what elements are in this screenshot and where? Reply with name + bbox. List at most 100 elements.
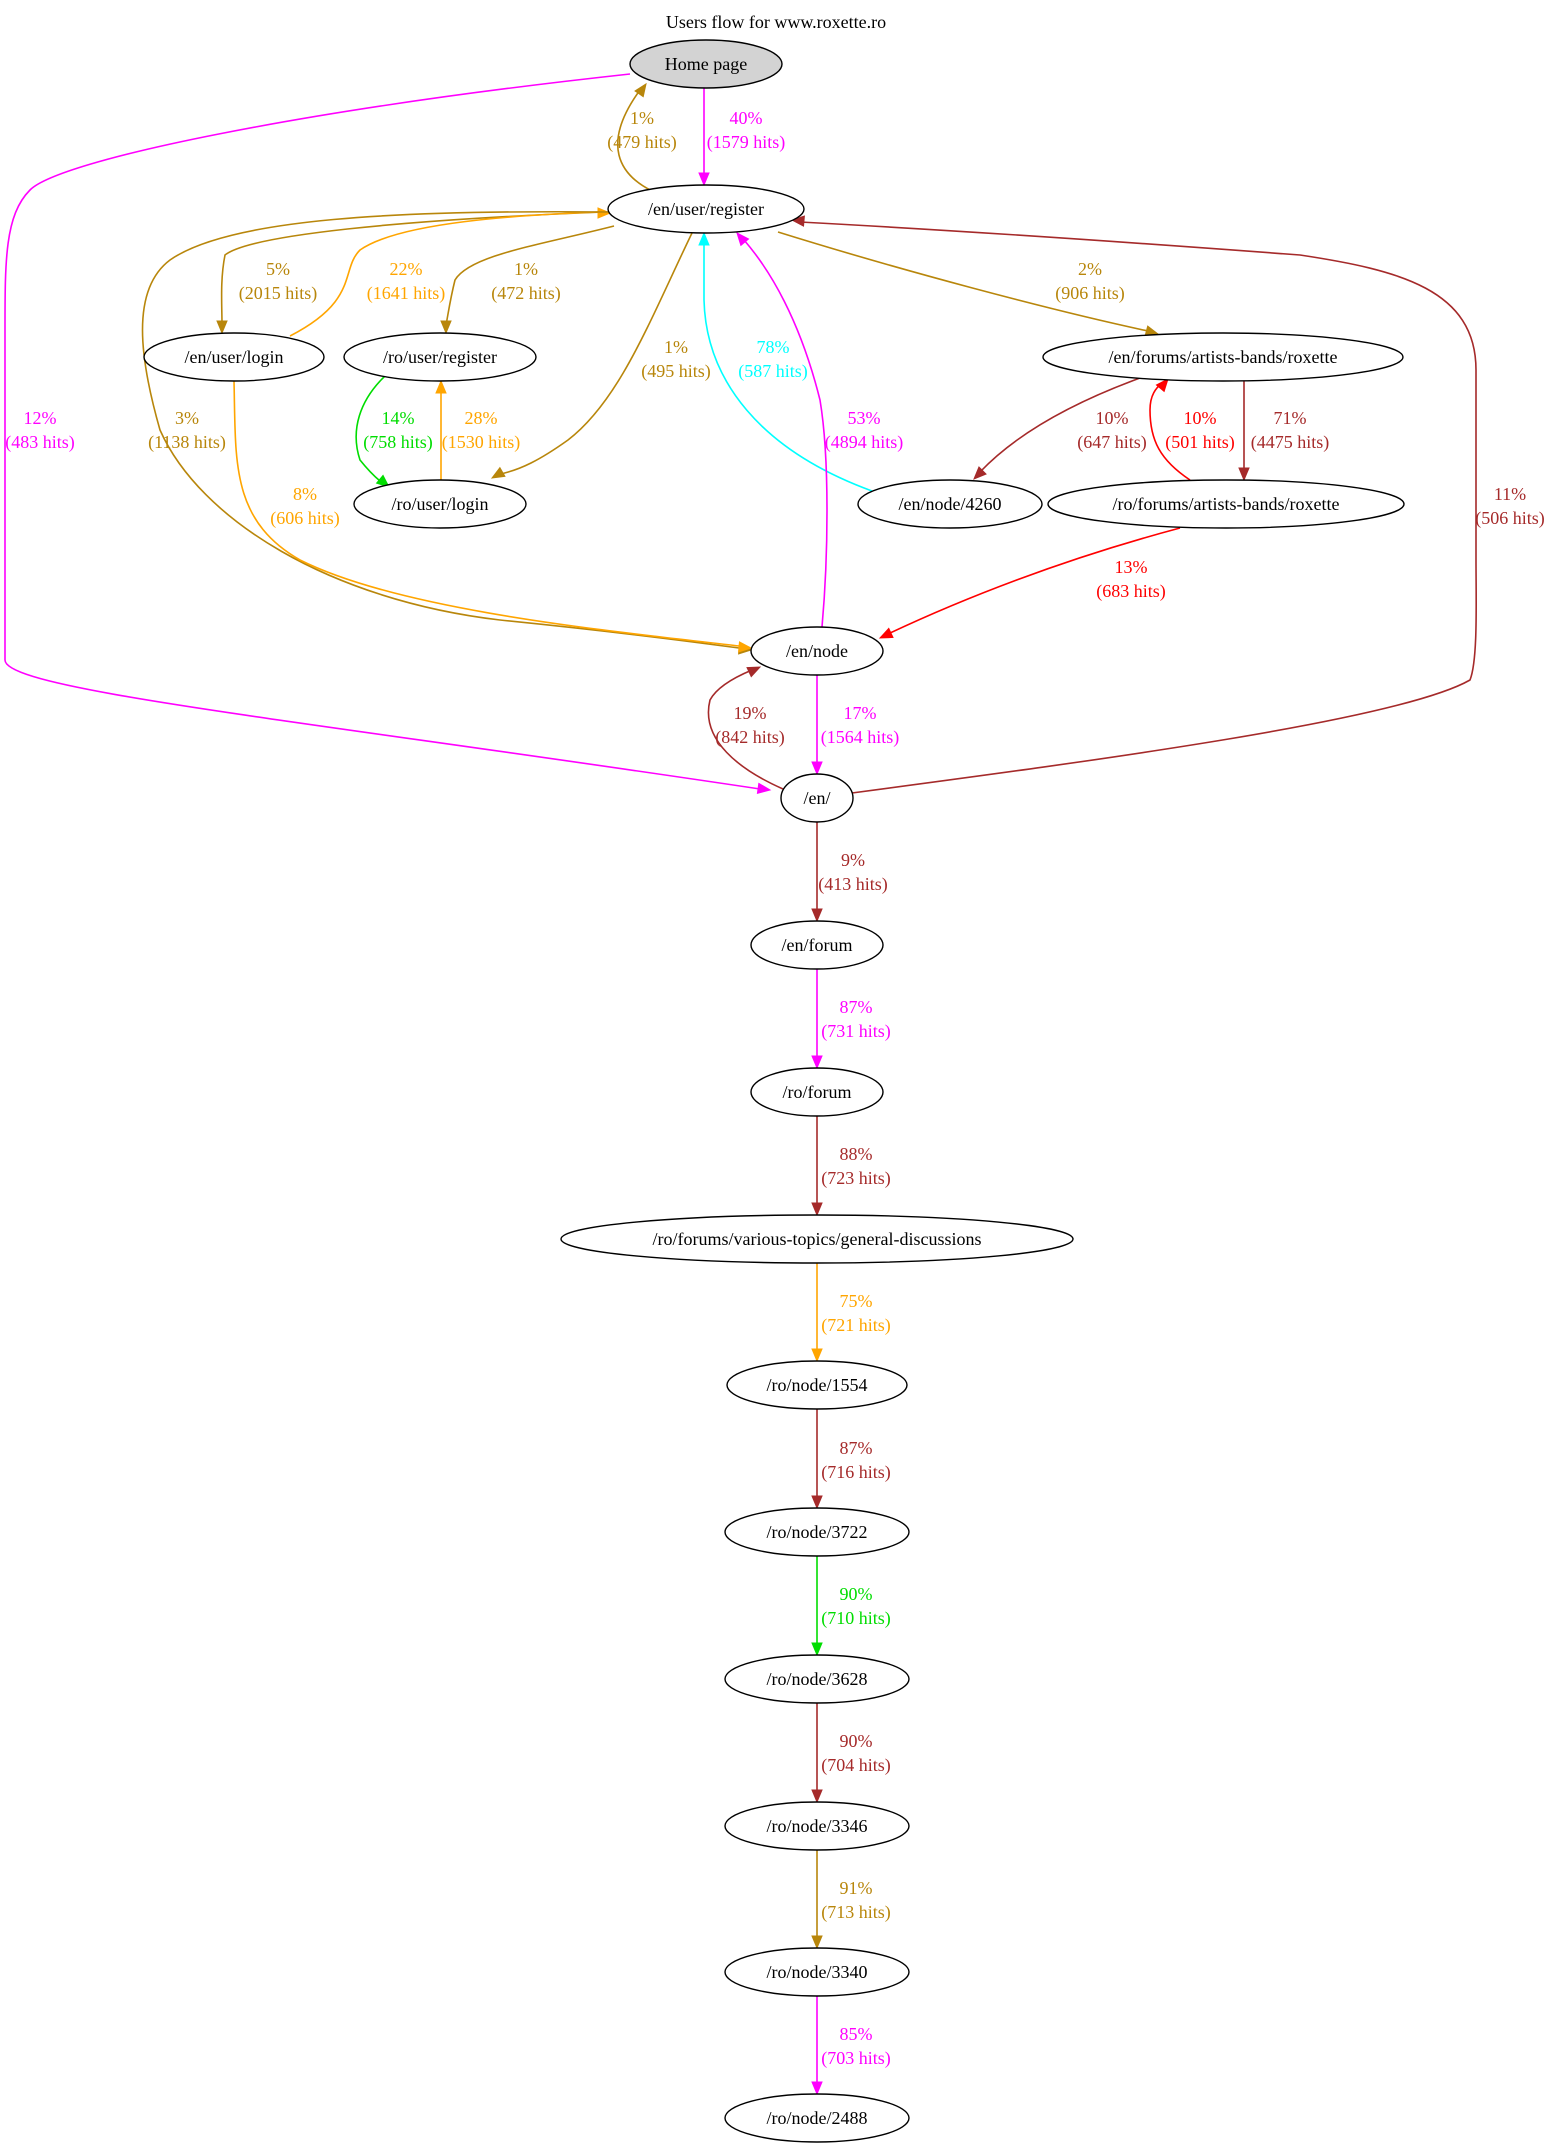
edge-line — [616, 89, 653, 192]
edge-hits-label: (1564 hits) — [821, 727, 900, 748]
edge-line — [703, 241, 873, 492]
edge-percent-label: 22% — [390, 259, 423, 279]
node-ro-login[interactable]: /ro/user/login — [353, 479, 527, 529]
edge-percent-label: 53% — [848, 408, 881, 428]
edge-percent-label: 5% — [266, 259, 290, 279]
edge-line — [887, 527, 1181, 635]
edge-arrowhead — [811, 1789, 823, 1804]
node-ellipse[interactable] — [343, 332, 537, 382]
edge-line — [979, 377, 1141, 473]
node-ellipse[interactable] — [143, 332, 325, 382]
edge-roforums_enforums: 10%(501 hits) — [1149, 378, 1235, 481]
node-ellipse[interactable] — [750, 1067, 884, 1117]
node-ro-2488[interactable]: /ro/node/2488 — [724, 2093, 910, 2143]
node-ro-3346[interactable]: /ro/node/3346 — [724, 1801, 910, 1851]
node-en-login[interactable]: /en/user/login — [143, 332, 325, 382]
node-label: /ro/user/register — [383, 347, 497, 367]
edge-line — [799, 221, 1478, 794]
node-ellipse[interactable] — [724, 2093, 910, 2143]
edge-hits-label: (842 hits) — [715, 727, 785, 748]
edge-percent-label: 13% — [1115, 557, 1148, 577]
node-label: /en/forum — [782, 935, 853, 955]
edge-hits-label: (483 hits) — [5, 432, 75, 453]
node-label: /en/ — [804, 788, 831, 808]
edge-percent-label: 28% — [465, 408, 498, 428]
node-ro-general[interactable]: /ro/forums/various-topics/general-discus… — [560, 1214, 1074, 1264]
node-ellipse[interactable] — [724, 1507, 910, 1557]
edge-enforum_roforum: 87%(731 hits) — [811, 969, 891, 1070]
edge-hits-label: (1138 hits) — [148, 432, 226, 453]
node-ellipse[interactable] — [1042, 332, 1404, 382]
edge-line — [499, 232, 693, 475]
node-home[interactable]: Home page — [629, 39, 783, 89]
node-ellipse[interactable] — [726, 1360, 908, 1410]
edge-rologin_roreg: 28%(1530 hits) — [435, 379, 520, 480]
edge-percent-label: 12% — [24, 408, 57, 428]
edge-reg_roreg: 1%(472 hits) — [440, 225, 615, 335]
edge-enroot_enforum: 9%(413 hits) — [811, 822, 888, 923]
node-label: /ro/node/2488 — [767, 2108, 868, 2128]
edge-percent-label: 10% — [1184, 408, 1217, 428]
edge-general_1554: 75% (721 hits) — [811, 1263, 891, 1363]
node-ellipse[interactable] — [560, 1214, 1074, 1264]
node-ellipse[interactable] — [857, 479, 1043, 529]
edge-line — [707, 669, 784, 790]
node-ro-3340[interactable]: /ro/node/3340 — [724, 1947, 910, 1997]
node-ro-3722[interactable]: /ro/node/3722 — [724, 1507, 910, 1557]
node-label: /ro/forums/various-topics/general-discus… — [653, 1229, 982, 1249]
edge-reg_rologin: 1%(495 hits) — [490, 232, 711, 479]
edge-login_reg: 22%(1641 hits) — [289, 207, 612, 337]
node-ro-register[interactable]: /ro/user/register — [343, 332, 537, 382]
edge-hits-label: (721 hits) — [821, 1315, 891, 1336]
edge-enroot_ennode: 19%(842 hits) — [707, 666, 785, 790]
edge-arrowhead — [216, 320, 228, 335]
node-label: /en/node/4260 — [899, 494, 1002, 514]
node-label: /en/user/login — [185, 347, 284, 367]
node-en-forums-rox[interactable]: /en/forums/artists-bands/roxette — [1042, 332, 1404, 382]
nodes-layer: Home page/en/user/register/en/user/login… — [143, 39, 1405, 2143]
node-ellipse[interactable] — [353, 479, 527, 529]
edge-arrowhead — [736, 232, 750, 247]
edge-line — [1149, 382, 1191, 481]
node-en-root[interactable]: /en/ — [780, 773, 854, 823]
edge-hits-label: (413 hits) — [818, 874, 888, 895]
node-ellipse[interactable] — [750, 626, 884, 676]
node-label: /ro/forums/artists-bands/roxette — [1113, 494, 1340, 514]
node-en-node[interactable]: /en/node — [750, 626, 884, 676]
node-ellipse[interactable] — [724, 1801, 910, 1851]
edge-arrowhead — [811, 1495, 823, 1510]
node-ro-forums-rox[interactable]: /ro/forums/artists-bands/roxette — [1047, 479, 1405, 529]
node-en-node-4260[interactable]: /en/node/4260 — [857, 479, 1043, 529]
node-ellipse[interactable] — [629, 39, 783, 89]
node-ellipse[interactable] — [724, 1654, 910, 1704]
node-label: /ro/user/login — [392, 494, 489, 514]
edge-arrowhead — [811, 908, 823, 923]
node-label: Home page — [665, 54, 747, 74]
node-ro-forum[interactable]: /ro/forum — [750, 1067, 884, 1117]
node-ro-3628[interactable]: /ro/node/3628 — [724, 1654, 910, 1704]
node-ellipse[interactable] — [1047, 479, 1405, 529]
node-ellipse[interactable] — [750, 920, 884, 970]
edge-ennode_reg: 53%(4894 hits) — [736, 232, 903, 628]
edge-line — [289, 211, 599, 337]
edge-percent-label: 17% — [844, 703, 877, 723]
edge-arrowhead — [1155, 378, 1169, 393]
edge-home_reg: 40%(1579 hits) — [698, 88, 785, 187]
edge-hits-label: (906 hits) — [1055, 283, 1125, 304]
edge-roreg_rologin: 14%(758 hits) — [355, 375, 433, 488]
edge-hits-label: (710 hits) — [821, 1608, 891, 1629]
edge-arrowhead — [375, 474, 390, 488]
node-ro-1554[interactable]: /ro/node/1554 — [726, 1360, 908, 1410]
node-en-forum[interactable]: /en/forum — [750, 920, 884, 970]
edge-percent-label: 75% — [840, 1291, 873, 1311]
edge-line — [220, 211, 605, 326]
edge-percent-label: 1% — [630, 108, 654, 128]
node-en-register[interactable]: /en/user/register — [607, 184, 805, 234]
node-ellipse[interactable] — [724, 1947, 910, 1997]
node-ellipse[interactable] — [780, 773, 854, 823]
diagram-title: Users flow for www.roxette.ro — [666, 12, 886, 32]
edge-hits-label: (758 hits) — [363, 432, 433, 453]
edge-arrowhead — [738, 641, 753, 653]
node-ellipse[interactable] — [607, 184, 805, 234]
edge-hits-label: (731 hits) — [821, 1021, 891, 1042]
